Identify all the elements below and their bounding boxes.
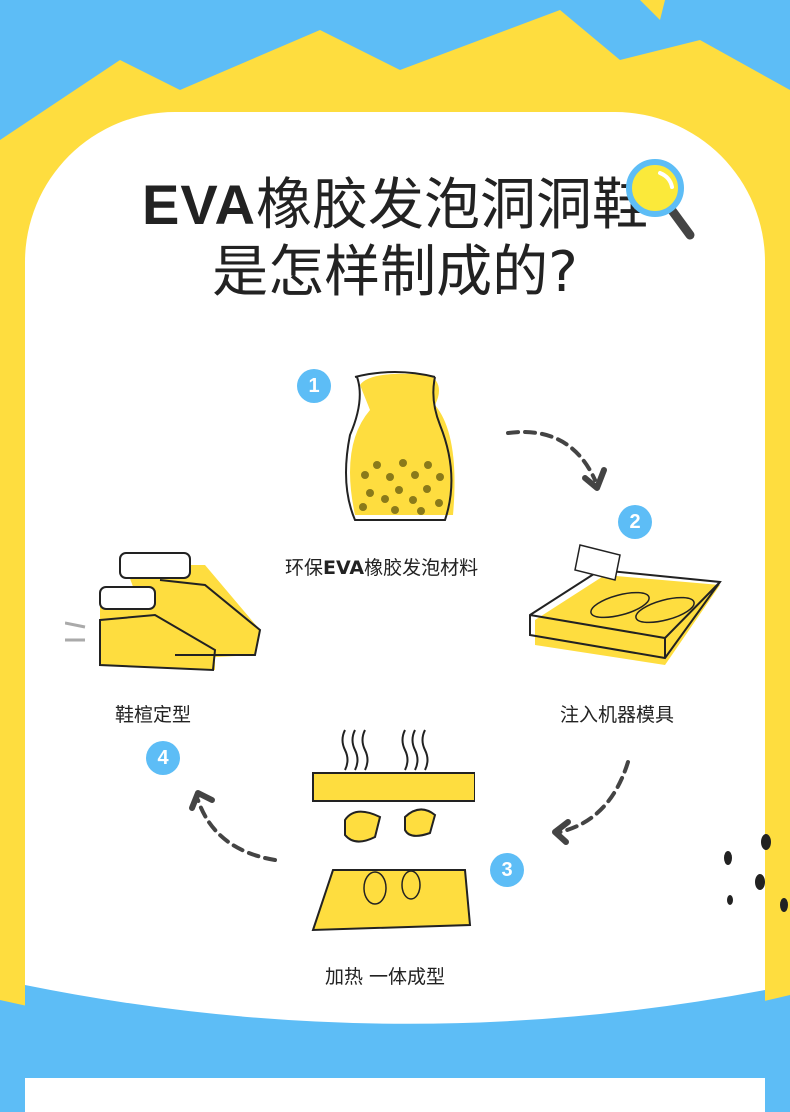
title-cn: 橡胶发泡洞洞鞋 xyxy=(256,173,648,238)
step-4-label: 鞋楦定型 xyxy=(115,704,192,726)
heat-press-illustration xyxy=(311,729,475,932)
title-latin: EVA xyxy=(142,173,256,236)
page-title-line1: EVA橡胶发泡洞洞鞋 xyxy=(0,172,790,239)
step-1-number: 1 xyxy=(297,369,331,403)
step-1-label: 环保EVA橡胶发泡材料 xyxy=(285,553,478,580)
background-wave xyxy=(25,834,788,1078)
step-2-label: 注入机器模具 xyxy=(560,704,675,726)
mold-box-illustration xyxy=(529,544,722,665)
step-3-label: 加热 一体成型 xyxy=(325,966,446,988)
label-prefix: 环保 xyxy=(285,557,324,579)
magnifier-icon xyxy=(626,159,695,240)
step-4-number: 4 xyxy=(146,741,180,775)
label-suffix: 橡胶发泡材料 xyxy=(364,557,479,579)
jar-of-eva-beads-illustration xyxy=(345,371,455,521)
page-title-line2: 是怎样制成的? xyxy=(212,240,578,305)
shoe-last-illustration xyxy=(65,552,262,672)
label-bold: EVA xyxy=(323,557,365,579)
step-2-number: 2 xyxy=(618,505,652,539)
step-3-number: 3 xyxy=(490,853,524,887)
